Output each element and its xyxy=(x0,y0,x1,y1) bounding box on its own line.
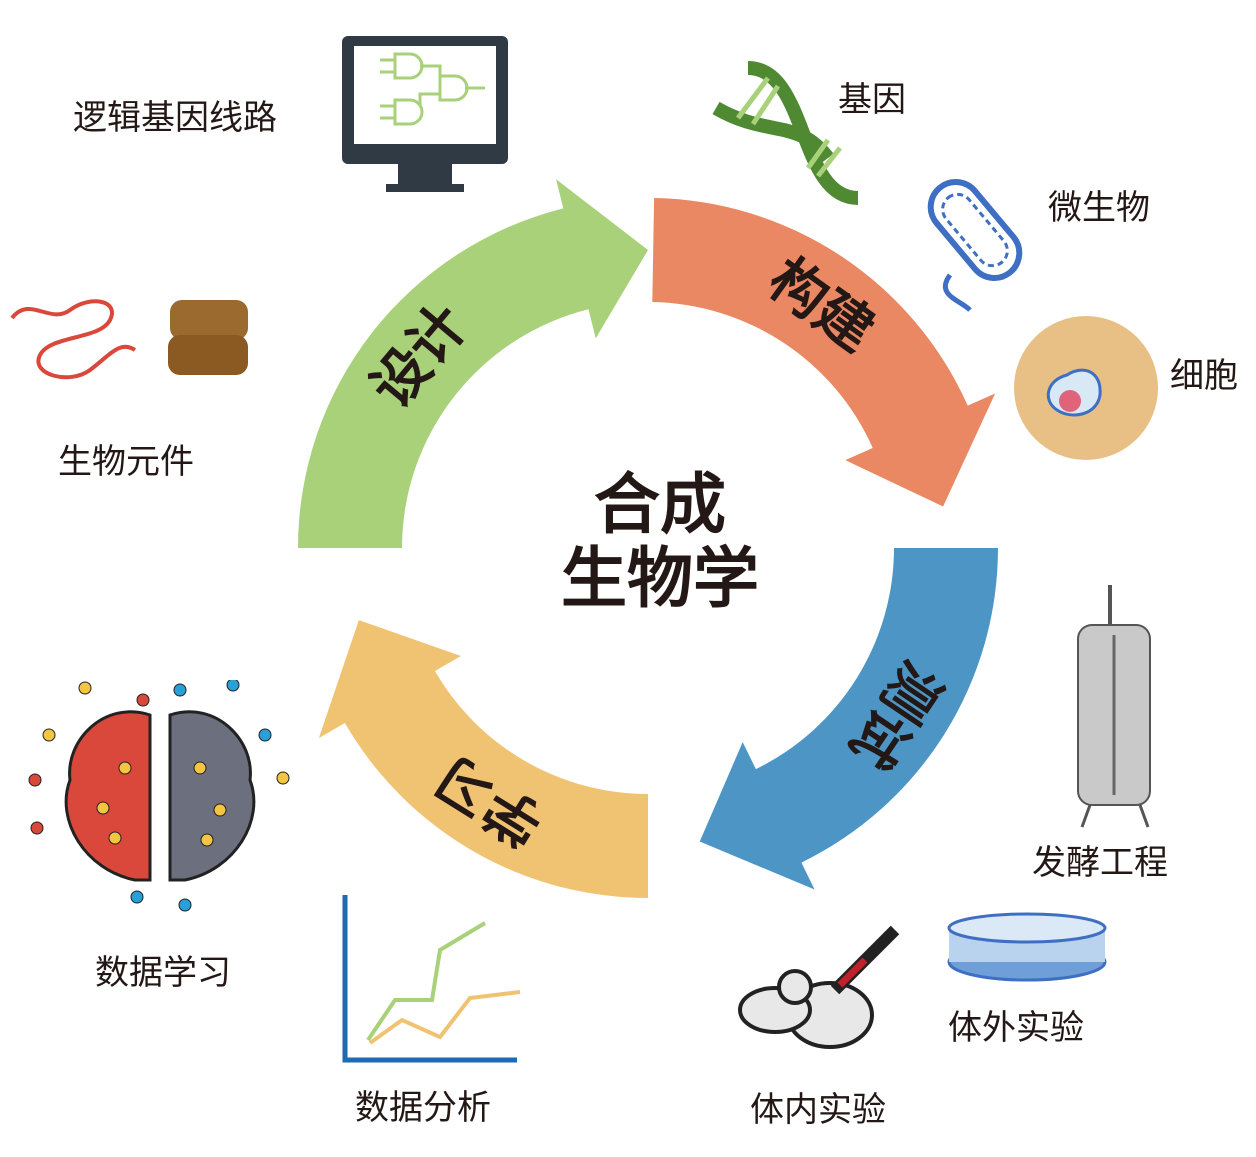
learn-arrow xyxy=(318,620,648,898)
line-chart-icon xyxy=(342,895,521,1063)
bacteria-icon xyxy=(927,179,1023,312)
monitor-logic-gate-icon xyxy=(342,36,508,192)
label-in-vivo: 体内实验 xyxy=(750,1090,886,1130)
label-microbe: 微生物 xyxy=(1048,188,1150,228)
dna-icon xyxy=(712,61,859,205)
center-title-line1: 合成 xyxy=(594,466,726,543)
label-logic-circuit: 逻辑基因线路 xyxy=(73,98,277,138)
bio-parts-icon xyxy=(10,299,248,380)
label-cell: 细胞 xyxy=(1170,356,1238,396)
mouse-syringe-icon xyxy=(738,925,900,1049)
test-arrow xyxy=(699,548,998,890)
build-arrow xyxy=(652,198,996,507)
label-fermentation: 发酵工程 xyxy=(1032,843,1168,883)
petri-dish-icon xyxy=(947,912,1107,982)
brain-icon xyxy=(28,680,290,912)
center-title: 合成 生物学 xyxy=(540,468,780,616)
cell-icon xyxy=(1014,316,1158,460)
center-title-line2: 生物学 xyxy=(561,540,759,617)
design-arrow xyxy=(298,179,648,548)
label-gene: 基因 xyxy=(838,80,906,120)
label-data-analysis: 数据分析 xyxy=(355,1088,491,1128)
fermenter-icon xyxy=(1077,585,1151,828)
label-in-vitro: 体外实验 xyxy=(948,1008,1084,1048)
label-data-learning: 数据学习 xyxy=(95,953,231,993)
label-bio-parts: 生物元件 xyxy=(58,442,194,482)
